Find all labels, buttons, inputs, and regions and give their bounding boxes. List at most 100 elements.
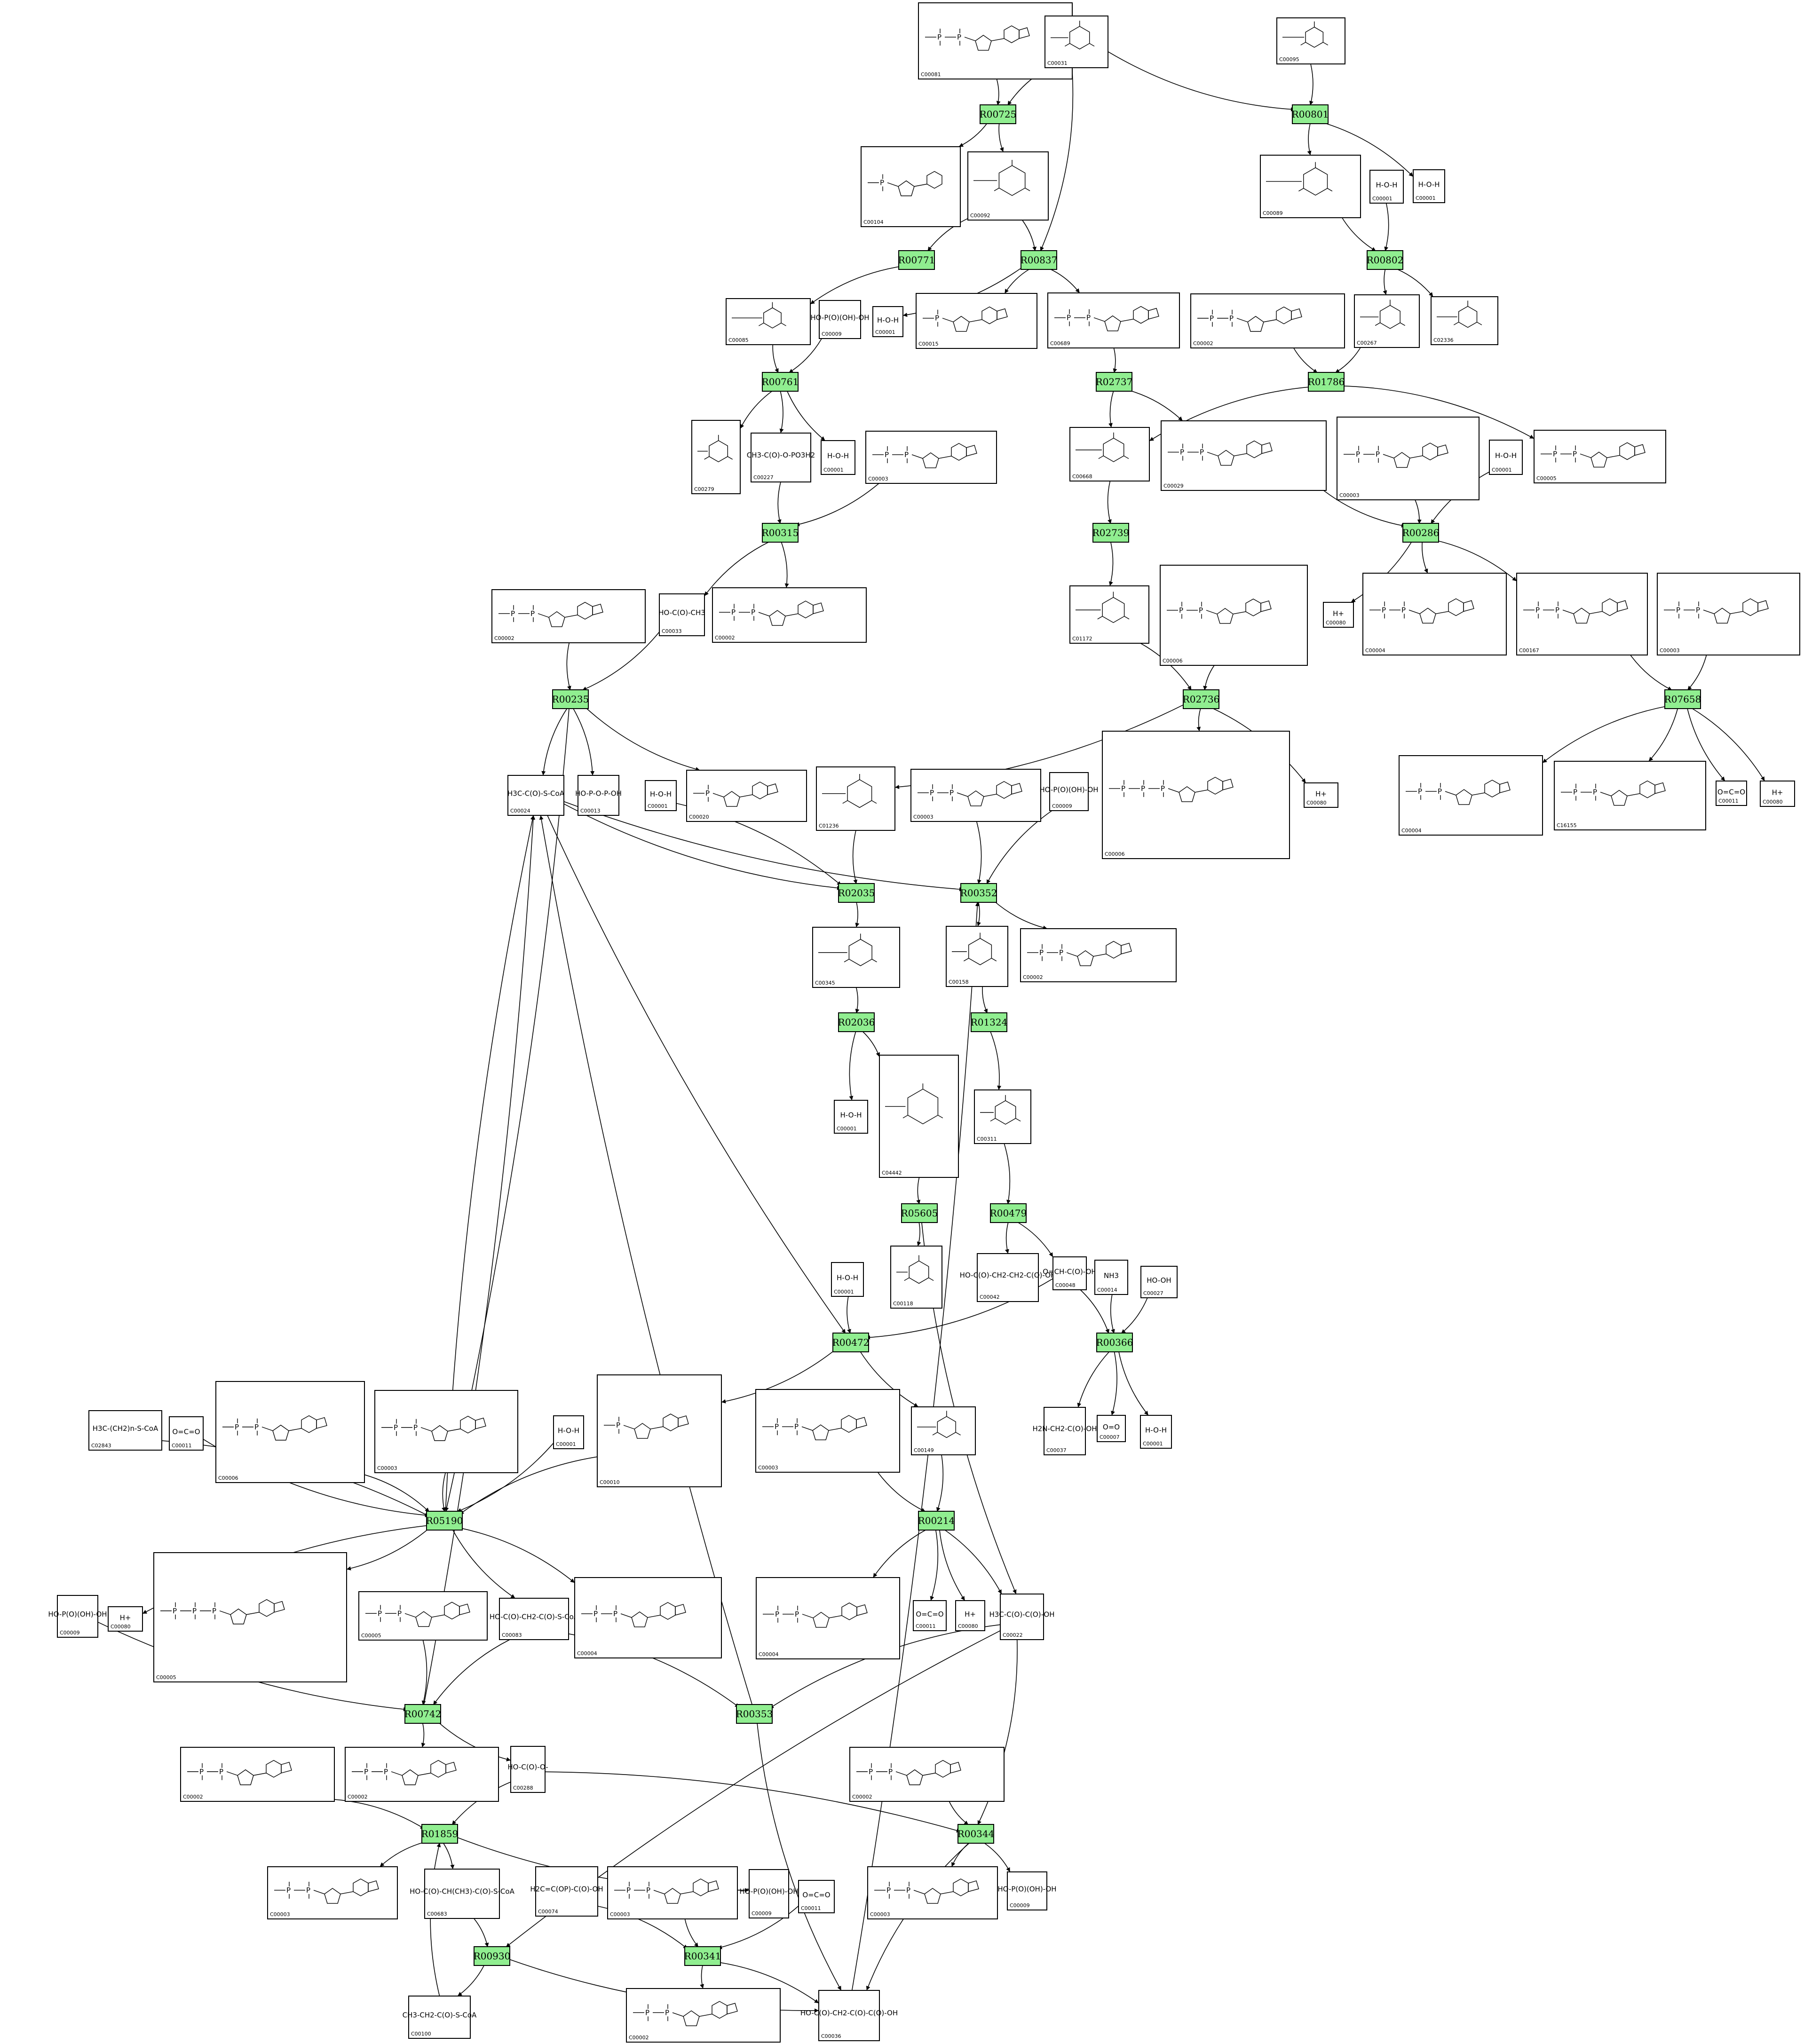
reaction-R00771[interactable]: R00771: [898, 250, 935, 270]
compound-C00118[interactable]: C00118: [890, 1246, 942, 1309]
compound-C01236[interactable]: C01236: [816, 766, 895, 831]
compound-C00080[interactable]: H+C00080: [955, 1600, 985, 1631]
reaction-R01786[interactable]: R01786: [1308, 372, 1345, 392]
reaction-R00235[interactable]: R00235: [552, 689, 589, 709]
compound-C00149[interactable]: C00149: [911, 1406, 976, 1455]
compound-C00668[interactable]: C00668: [1069, 427, 1150, 481]
compound-C00080[interactable]: H+C00080: [1760, 781, 1795, 807]
reaction-R00479[interactable]: R00479: [990, 1203, 1027, 1223]
reaction-R00742[interactable]: R00742: [404, 1704, 442, 1724]
compound-C00311[interactable]: C00311: [974, 1089, 1031, 1144]
reaction-R01324[interactable]: R01324: [971, 1012, 1008, 1032]
compound-C00267[interactable]: C00267: [1354, 294, 1420, 348]
compound-C00080[interactable]: H+C00080: [1304, 782, 1338, 808]
reaction-R00352[interactable]: R00352: [960, 883, 997, 903]
reaction-R00315[interactable]: R00315: [762, 523, 799, 543]
compound-C00288[interactable]: HO-C(O)-O-C00288: [507, 1746, 548, 1793]
reaction-R00801[interactable]: R00801: [1292, 104, 1329, 124]
reaction-R00341[interactable]: R00341: [684, 1946, 721, 1966]
compound-C00158[interactable]: C00158: [946, 926, 1008, 987]
reaction-R07658[interactable]: R07658: [1664, 689, 1701, 709]
reaction-R02737[interactable]: R02737: [1096, 372, 1133, 392]
reaction-R02736[interactable]: R02736: [1183, 689, 1220, 709]
reaction-R00725[interactable]: R00725: [980, 104, 1017, 124]
reaction-R00214[interactable]: R00214: [918, 1511, 955, 1531]
compound-C00089[interactable]: C00089: [1260, 155, 1361, 218]
compound-C02336[interactable]: C02336: [1431, 296, 1498, 345]
reaction-R00344[interactable]: R00344: [957, 1824, 995, 1844]
compound-C00080[interactable]: H+C00080: [1323, 602, 1354, 628]
reaction-R02035[interactable]: R02035: [838, 883, 875, 903]
reaction-R02036[interactable]: R02036: [838, 1012, 875, 1032]
reaction-R05190[interactable]: R05190: [426, 1511, 463, 1531]
reaction-R00472[interactable]: R00472: [832, 1333, 870, 1352]
compound-C01172[interactable]: C01172: [1069, 585, 1149, 644]
compound-C00095[interactable]: C00095: [1276, 17, 1345, 64]
compound-C04442[interactable]: C04442: [879, 1055, 959, 1178]
reaction-R00353[interactable]: R00353: [736, 1704, 773, 1724]
reaction-R00930[interactable]: R00930: [474, 1946, 511, 1966]
reaction-R00366[interactable]: R00366: [1096, 1333, 1133, 1352]
reaction-R01859[interactable]: R01859: [421, 1824, 459, 1844]
compound-C00031[interactable]: C00031: [1044, 16, 1108, 68]
reaction-R00286[interactable]: R00286: [1402, 523, 1440, 543]
reaction-R02739[interactable]: R02739: [1092, 523, 1130, 543]
